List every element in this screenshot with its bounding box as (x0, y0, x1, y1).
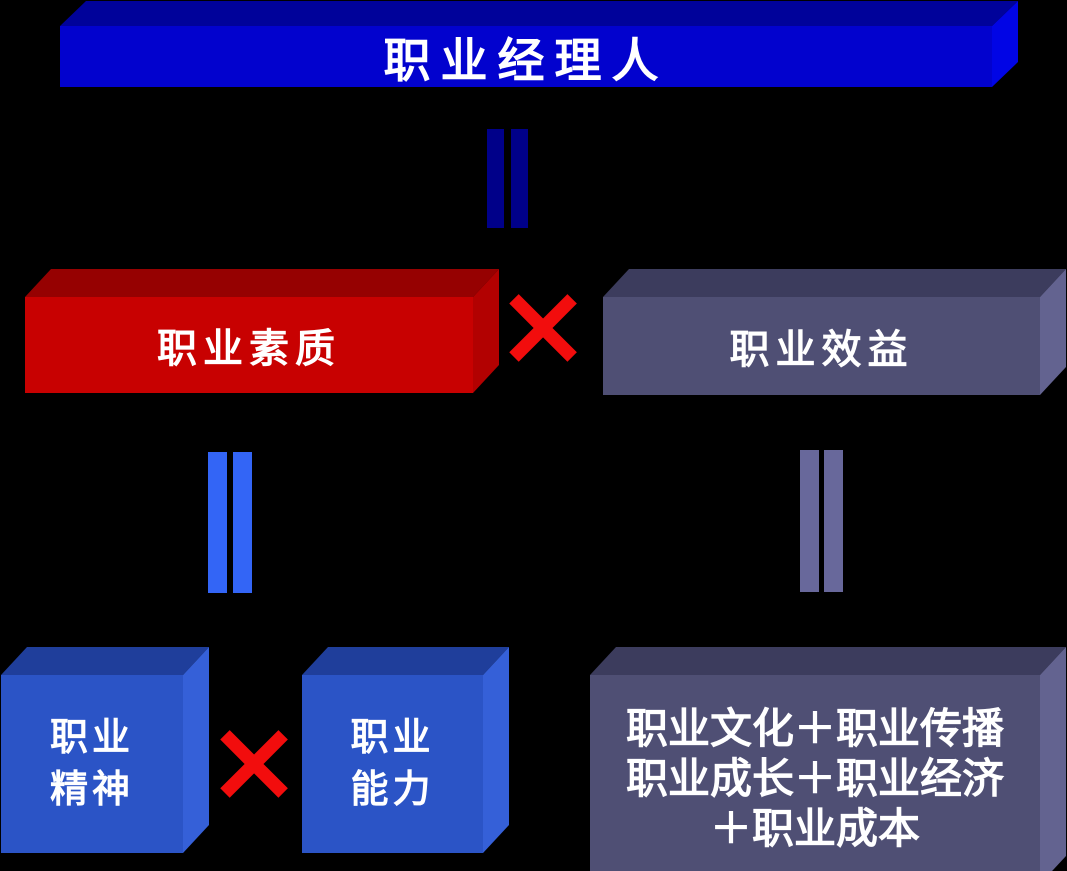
quality-box-top-face (25, 269, 499, 297)
formula-box-label-line1: 职业文化＋职业传播 (625, 706, 1004, 753)
equals-bar (208, 452, 227, 593)
manager-box-top-face (60, 1, 1018, 26)
ability-box-front-face (302, 675, 483, 853)
ability-box-label-line1: 职业 (350, 717, 435, 759)
equals-bar (800, 450, 819, 592)
equals-bar (233, 452, 252, 593)
manager-box-label: 职业经理人 (60, 26, 992, 88)
ability-box-label: 职业 能力 (302, 675, 483, 853)
equals-connector-right (800, 450, 843, 592)
times-operator-middle: × (495, 267, 591, 382)
formula-box-label: 职业文化＋职业传播 职业成长＋职业经济 ＋职业成本 (590, 675, 1040, 871)
manager-box: 职业经理人 (60, 1, 1018, 88)
spirit-box-top-face (1, 647, 209, 675)
ability-box-top-face (302, 647, 509, 675)
equals-bar (511, 129, 528, 228)
benefit-box-front-face (603, 297, 1040, 395)
manager-box-label-text: 职业经理人 (383, 36, 669, 88)
quality-box: 职业素质 (25, 269, 499, 393)
equals-connector-top (487, 129, 528, 228)
times-operator-glyph: × (205, 693, 303, 828)
spirit-box-side-face (183, 647, 209, 853)
spirit-box: 职业 精神 (1, 647, 209, 853)
benefit-box-top-face (603, 269, 1066, 297)
manager-box-front-face (60, 26, 992, 87)
quality-box-label: 职业素质 (25, 297, 473, 393)
benefit-box-label: 职业效益 (603, 297, 1040, 395)
spirit-box-front-face (1, 675, 183, 853)
equals-bar (487, 129, 504, 228)
spirit-box-label-line2: 精神 (49, 769, 134, 811)
times-operator-bottom: × (206, 703, 302, 818)
formula-box: 职业文化＋职业传播 职业成长＋职业经济 ＋职业成本 (590, 647, 1066, 871)
ability-box: 职业 能力 (302, 647, 509, 853)
benefit-box-label-text: 职业效益 (729, 327, 914, 372)
equals-connector-left (208, 452, 252, 593)
benefit-box: 职业效益 (603, 269, 1066, 395)
quality-box-front-face (25, 297, 473, 393)
spirit-box-label: 职业 精神 (1, 675, 183, 853)
formula-box-side-face (1040, 647, 1066, 871)
formula-box-label-line2: 职业成长＋职业经济 (625, 756, 1004, 803)
ability-box-side-face (483, 647, 509, 853)
spirit-box-label-line1: 职业 (49, 717, 134, 759)
ability-box-label-line2: 能力 (350, 769, 435, 811)
times-operator-glyph: × (494, 257, 592, 392)
formula-box-front-face (590, 675, 1040, 871)
equals-bar (824, 450, 843, 592)
formula-box-label-line3: ＋职业成本 (709, 806, 920, 853)
quality-box-label-text: 职业素质 (157, 326, 341, 371)
formula-box-top-face (590, 647, 1066, 675)
